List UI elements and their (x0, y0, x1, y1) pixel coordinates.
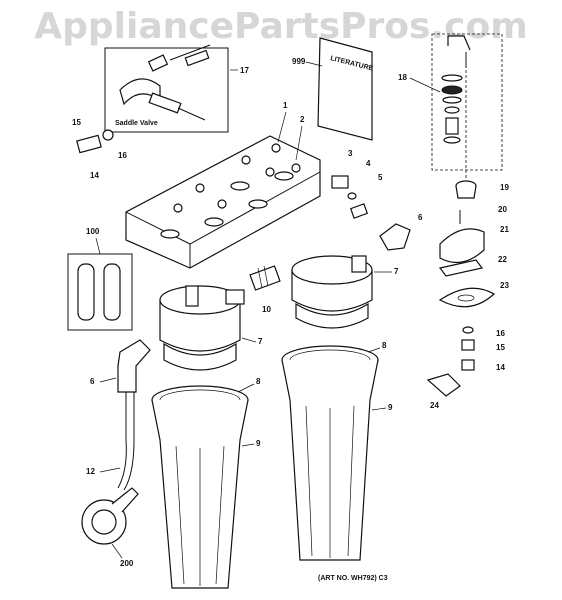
housing-wrench[interactable] (81, 487, 139, 545)
filter-head-right[interactable] (291, 255, 373, 329)
adapter-fitting-left[interactable] (76, 129, 114, 154)
callout-3: 3 (348, 149, 353, 158)
callout-6-right: 6 (418, 213, 423, 222)
elbow-fitting-left[interactable] (117, 339, 151, 491)
callout-22: 22 (498, 255, 507, 264)
callout-16-right: 16 (496, 329, 505, 338)
saddle-valve-frame (104, 47, 229, 133)
callout-7-left: 7 (258, 337, 263, 346)
callout-21: 21 (500, 225, 509, 234)
callout-12: 12 (86, 467, 95, 476)
callout-999: 999 (292, 57, 306, 66)
callout-8-right: 8 (382, 341, 387, 350)
filter-housing-right[interactable] (281, 345, 379, 561)
art-number: (ART NO. WH792) C3 (318, 575, 388, 582)
callout-15-left: 15 (72, 118, 81, 127)
callout-23: 23 (500, 281, 509, 290)
callout-10: 10 (262, 305, 271, 314)
literature-booklet[interactable]: LITERATURE (317, 37, 374, 141)
saddle-valve-assembly[interactable]: Saddle Valve (104, 44, 229, 133)
callout-14-left: 14 (90, 171, 99, 180)
callout-14-right: 14 (496, 363, 505, 372)
callout-2: 2 (300, 115, 305, 124)
callout-9-right: 9 (388, 403, 393, 412)
callout-4: 4 (366, 159, 371, 168)
faucet-base-parts[interactable] (426, 180, 496, 397)
callout-19: 19 (500, 183, 509, 192)
connector-nipple[interactable] (249, 265, 281, 291)
callout-16-left: 16 (118, 151, 127, 160)
filter-head-left[interactable] (159, 285, 245, 371)
faucet-kit[interactable] (431, 33, 503, 180)
callout-15-right: 15 (496, 343, 505, 352)
callout-6-left: 6 (90, 377, 95, 386)
callout-7-right: 7 (394, 267, 399, 276)
filter-housing-left[interactable] (151, 385, 249, 589)
callout-20: 20 (498, 205, 507, 214)
callout-100: 100 (86, 227, 100, 236)
callout-1: 1 (283, 101, 288, 110)
callout-200: 200 (120, 559, 134, 568)
callout-17: 17 (240, 66, 249, 75)
saddle-valve-caption: Saddle Valve (115, 120, 158, 127)
mounting-bracket[interactable] (125, 135, 321, 269)
callout-24: 24 (430, 401, 439, 410)
callout-9-left: 9 (256, 439, 261, 448)
callout-18: 18 (398, 73, 407, 82)
filter-cartridges[interactable] (67, 253, 133, 331)
right-fittings[interactable] (331, 175, 411, 251)
callout-5: 5 (378, 173, 383, 182)
callout-8-left: 8 (256, 377, 261, 386)
